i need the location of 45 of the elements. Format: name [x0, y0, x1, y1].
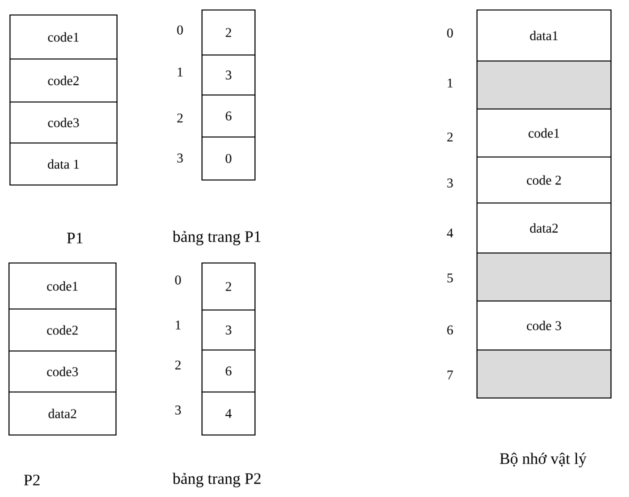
index-number: 7: [448, 370, 453, 380]
caption: bảng trang P1: [172, 230, 260, 246]
memory-cell: code2: [8, 308, 117, 352]
caption: bảng trang P2: [172, 472, 261, 488]
caption: Bộ nhớ vật lý: [500, 452, 587, 468]
memory-cell: code3: [8, 350, 117, 393]
index-number: 5: [447, 274, 453, 282]
empty-memory-cell: [476, 349, 612, 399]
index-number: 0: [447, 28, 453, 38]
memory-cell: code1: [8, 262, 117, 310]
index-number: 3: [447, 178, 453, 188]
memory-cell: 6: [201, 349, 256, 393]
memory-cell: code1: [476, 108, 612, 158]
memory-cell: 3: [201, 309, 256, 351]
index-number: 0: [177, 26, 183, 34]
index-number: 2: [175, 360, 181, 370]
memory-cell: code2: [9, 58, 118, 103]
index-number: 1: [178, 68, 183, 76]
caption: P2: [24, 474, 40, 486]
index-number: 3: [175, 406, 181, 414]
memory-cell: code 2: [476, 156, 612, 204]
index-number: 2: [177, 114, 183, 122]
memory-cell: data1: [476, 9, 612, 62]
index-number: 6: [447, 326, 453, 334]
memory-cell: 2: [201, 262, 256, 311]
index-number: 2: [447, 132, 453, 142]
empty-memory-cell: [476, 60, 612, 110]
index-number: 1: [448, 78, 453, 88]
memory-cell: 3: [201, 54, 256, 96]
index-number: 3: [177, 154, 183, 162]
memory-cell: data 1: [9, 142, 118, 186]
memory-cell: code3: [9, 101, 118, 144]
index-number: 0: [175, 276, 181, 284]
memory-cell: 6: [201, 94, 256, 138]
index-number: 4: [446, 228, 454, 238]
memory-cell: data2: [476, 202, 612, 254]
caption: P1: [67, 232, 82, 244]
memory-cell: 4: [201, 391, 256, 436]
memory-cell: code 3: [476, 300, 612, 351]
empty-memory-cell: [476, 252, 612, 302]
memory-cell: data2: [8, 391, 117, 436]
memory-cell: 0: [201, 136, 256, 181]
index-number: 1: [176, 320, 181, 330]
memory-cell: code1: [9, 14, 118, 60]
memory-cell: 2: [201, 9, 256, 56]
